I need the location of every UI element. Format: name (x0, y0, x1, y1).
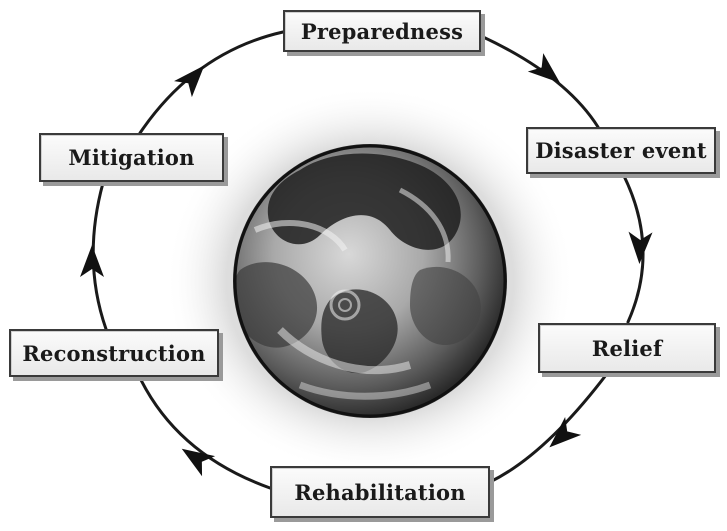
arrow-to-rehabilitation-icon (549, 417, 582, 448)
cycle-arrows (80, 53, 653, 477)
stage-box-reconstruction: Reconstruction (9, 329, 219, 377)
stage-box-rehabilitation: Rehabilitation (270, 466, 490, 518)
stage-label-preparedness: Preparedness (300, 18, 464, 44)
stage-label-reconstruction: Reconstruction (22, 340, 206, 366)
arrow-to-mitigation-icon (80, 245, 104, 277)
arrow-to-disaster-event-icon (527, 53, 561, 83)
stage-label-relief: Relief (591, 335, 663, 361)
arc-relief-to-rehabilitation (488, 373, 608, 484)
stage-label-disaster-event: Disaster event (535, 138, 707, 163)
stage-label-mitigation: Mitigation (68, 145, 195, 170)
arc-preparedness-to-disaster-event (479, 34, 600, 129)
stage-box-disaster-event: Disaster event (526, 127, 716, 174)
stage-label-rehabilitation: Rehabilitation (294, 479, 466, 505)
stage-box-relief: Relief (538, 323, 716, 373)
arrow-to-relief-icon (628, 231, 653, 264)
arrow-to-reconstruction-icon (181, 448, 216, 477)
stage-box-preparedness: Preparedness (283, 10, 481, 52)
earth-globe-icon (233, 144, 507, 418)
arc-rehabilitation-to-reconstruction (138, 376, 272, 490)
stage-box-mitigation: Mitigation (39, 133, 224, 182)
arrow-to-preparedness-icon (174, 65, 205, 98)
